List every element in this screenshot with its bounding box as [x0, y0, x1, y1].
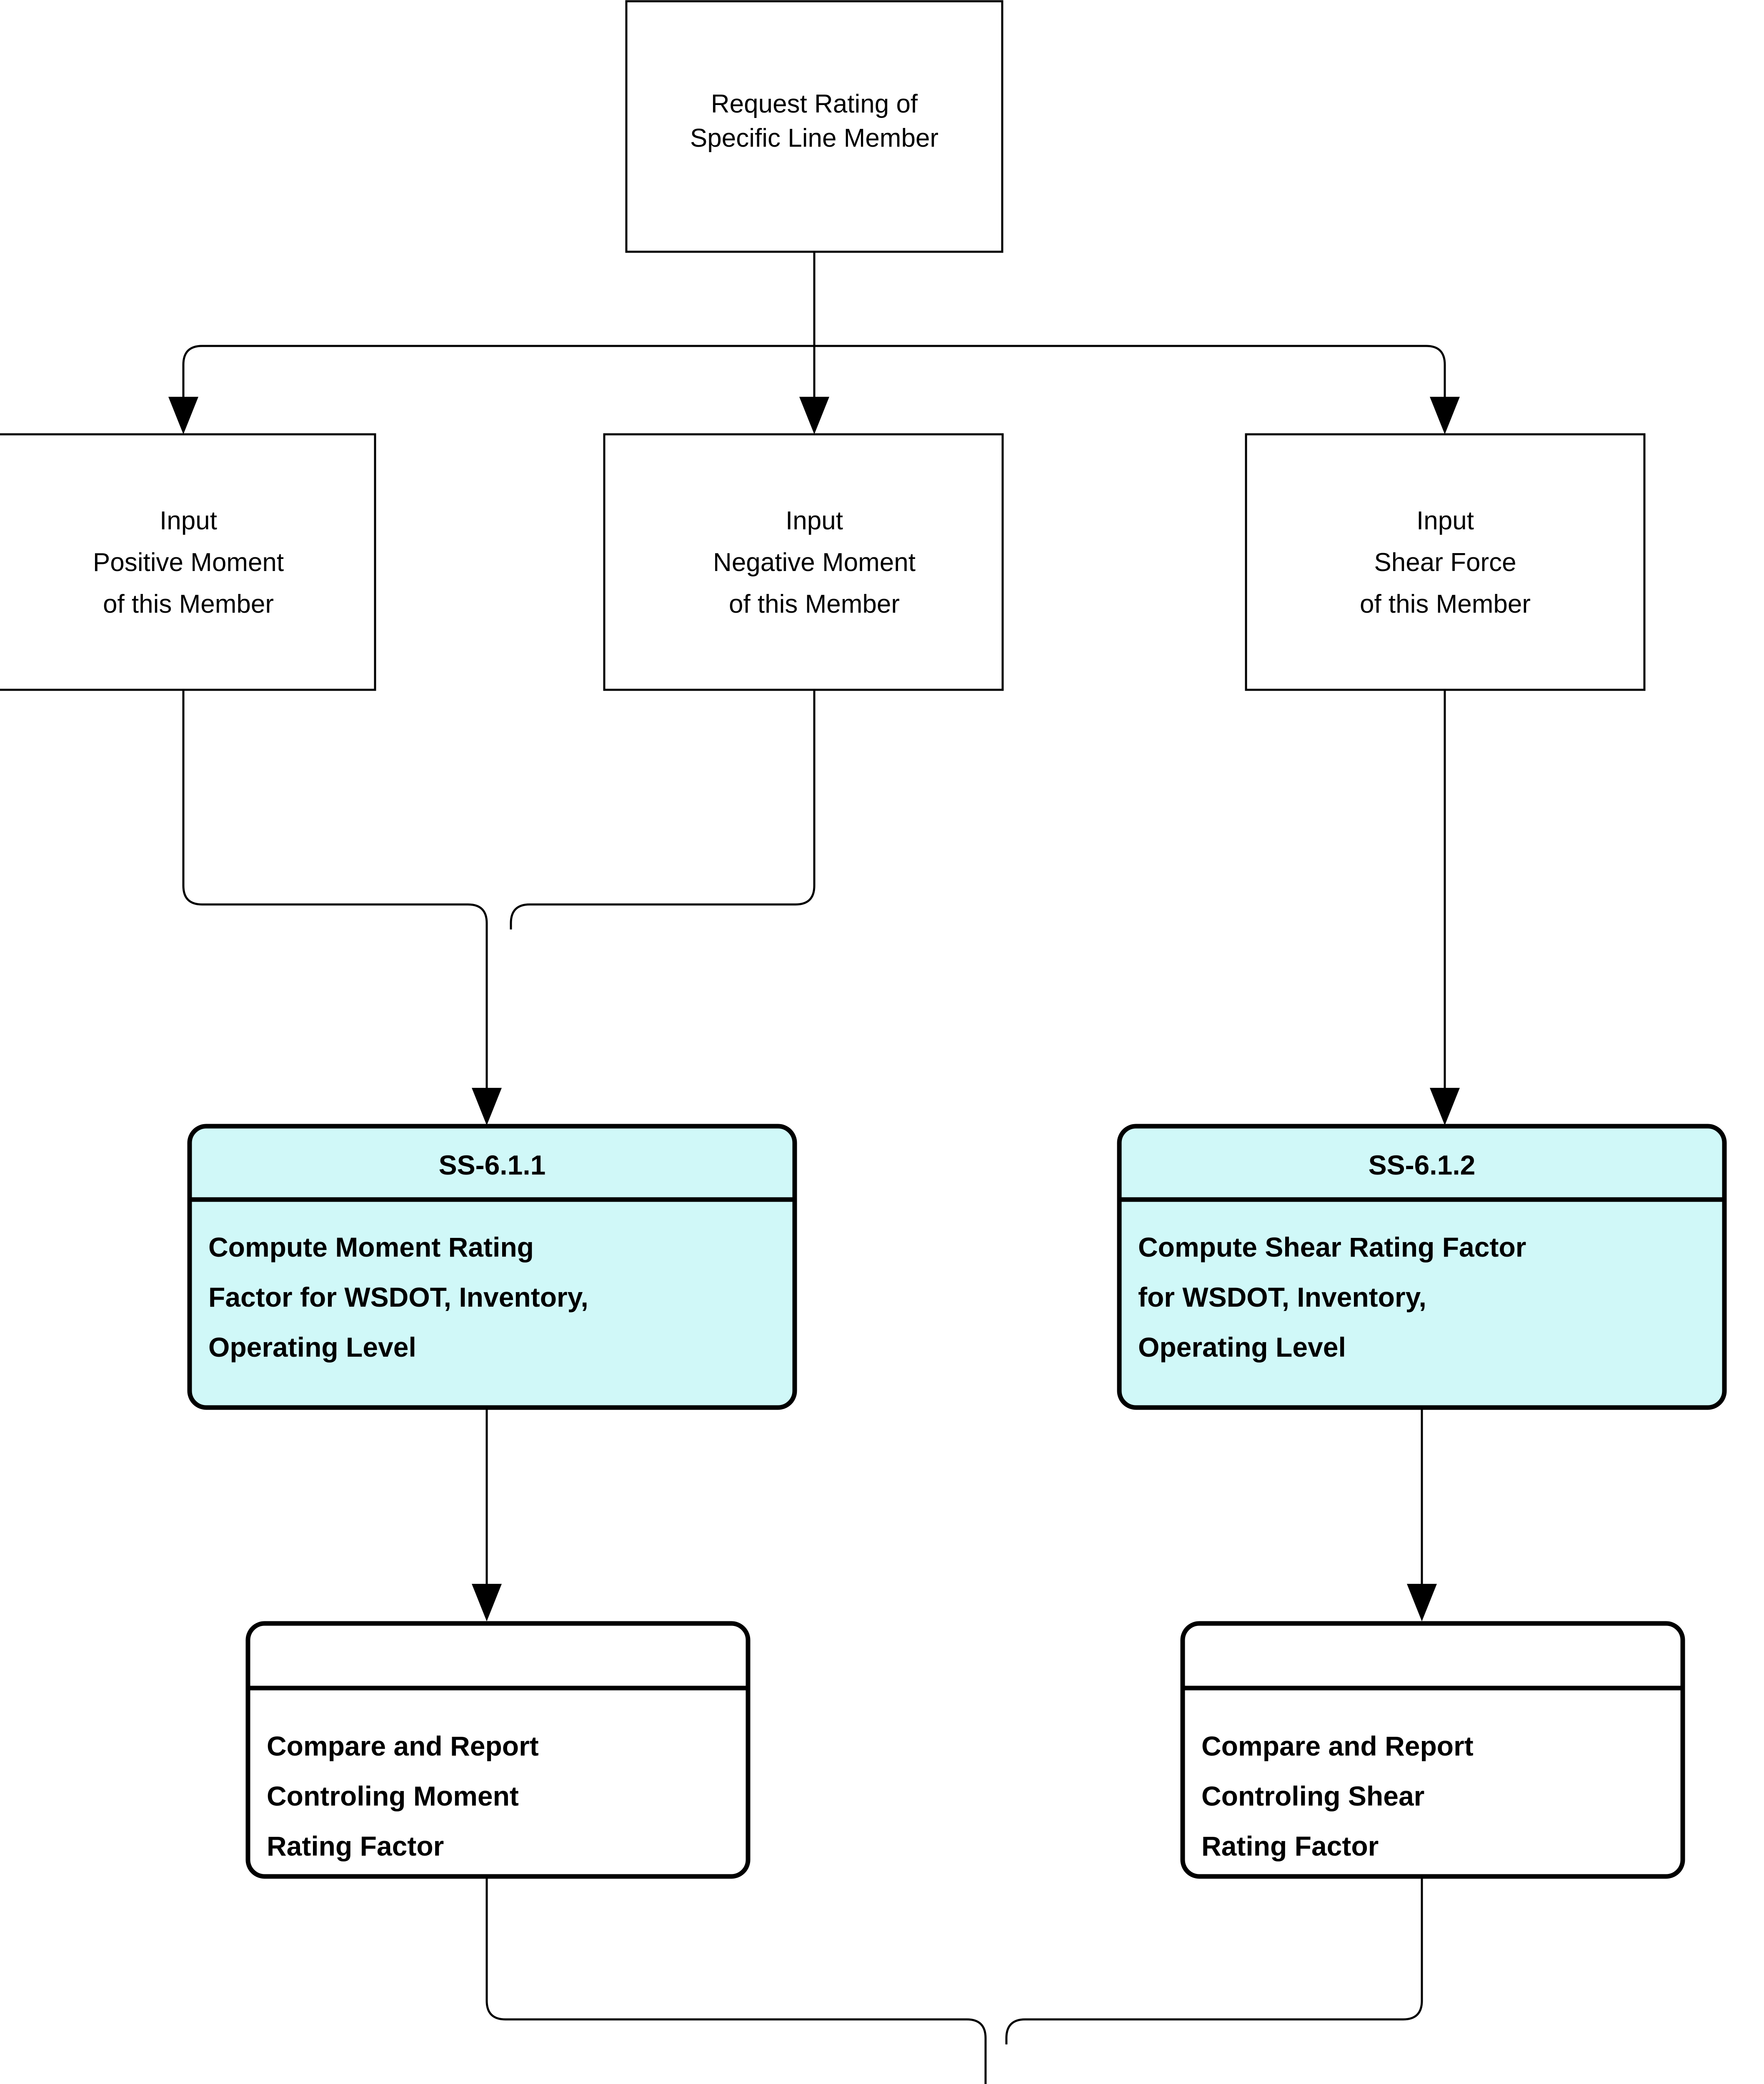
arrowhead-to-compare-moment	[472, 1584, 502, 1621]
compare-moment-line2: Controling Moment	[267, 1781, 519, 1811]
ss-6-1-1-line3: Operating Level	[208, 1332, 416, 1363]
node-ss-6-1-1[interactable]: SS-6.1.1 Compute Moment Rating Factor fo…	[190, 1126, 795, 1408]
start-label-line2: Specific Line Member	[690, 124, 938, 153]
arrowhead-to-compare-shear	[1407, 1584, 1437, 1621]
compare-moment-line1: Compare and Report	[267, 1731, 539, 1761]
input-negative-moment-line2: Negative Moment	[713, 548, 916, 577]
input-negative-moment-shape	[604, 434, 1003, 690]
input-shear-force-shape	[1246, 434, 1644, 690]
edge-shear-to-ss612	[1430, 690, 1460, 1125]
ss-6-1-1-line1: Compute Moment Rating	[208, 1232, 534, 1262]
start-box-shape	[626, 1, 1002, 252]
edge-ss612-to-compare-shear	[1407, 1407, 1437, 1621]
arrowhead-to-ss612	[1430, 1088, 1460, 1125]
arrowhead-to-positive-moment	[168, 397, 198, 434]
ss-6-1-2-header: SS-6.1.2	[1369, 1150, 1476, 1180]
ss-6-1-1-line2: Factor for WSDOT, Inventory,	[208, 1282, 588, 1313]
compare-moment-line3: Rating Factor	[267, 1831, 444, 1861]
ss-6-1-2-line1: Compute Shear Rating Factor	[1138, 1232, 1526, 1262]
input-positive-moment-line3: of this Member	[103, 590, 274, 619]
input-shear-force-line3: of this Member	[1360, 590, 1531, 619]
input-positive-moment-shape	[0, 434, 375, 690]
edge-compares-to-done	[485, 1876, 1423, 2084]
ss-6-1-1-header: SS-6.1.1	[439, 1150, 546, 1180]
start-label-line1: Request Rating of	[711, 90, 918, 118]
input-shear-force-line2: Shear Force	[1374, 548, 1516, 577]
node-input-negative-moment[interactable]: Input Negative Moment of this Member	[604, 434, 1003, 690]
node-compare-moment[interactable]: Compare and Report Controling Moment Rat…	[248, 1623, 748, 1876]
node-request-rating[interactable]: Request Rating of Specific Line Member	[626, 1, 1002, 252]
ss-6-1-2-line2: for WSDOT, Inventory,	[1138, 1282, 1426, 1313]
node-compare-shear[interactable]: Compare and Report Controling Shear Rati…	[1183, 1623, 1683, 1876]
input-positive-moment-line2: Positive Moment	[93, 548, 284, 577]
input-shear-force-line1: Input	[1416, 506, 1474, 535]
input-positive-moment-line1: Input	[160, 506, 217, 535]
input-negative-moment-line3: of this Member	[729, 590, 900, 619]
arrowhead-to-shear-force	[1430, 397, 1460, 434]
edge-moments-to-ss611	[182, 690, 816, 1125]
ss-6-1-2-shape	[1119, 1126, 1724, 1408]
compare-shear-line1: Compare and Report	[1201, 1731, 1474, 1761]
ss-6-1-1-shape	[190, 1126, 795, 1408]
input-negative-moment-line1: Input	[786, 506, 843, 535]
arrowhead-to-ss611	[472, 1088, 502, 1125]
compare-shear-line3: Rating Factor	[1201, 1831, 1379, 1861]
ss-6-1-2-line3: Operating Level	[1138, 1332, 1346, 1363]
compare-shear-line2: Controling Shear	[1201, 1781, 1424, 1811]
edge-start-to-inputs	[168, 252, 1460, 434]
node-input-shear-force[interactable]: Input Shear Force of this Member	[1246, 434, 1644, 690]
edge-ss611-to-compare-moment	[472, 1407, 502, 1621]
node-ss-6-1-2[interactable]: SS-6.1.2 Compute Shear Rating Factor for…	[1119, 1126, 1724, 1408]
node-input-positive-moment[interactable]: Input Positive Moment of this Member	[0, 434, 375, 690]
arrowhead-to-negative-moment	[799, 397, 829, 434]
